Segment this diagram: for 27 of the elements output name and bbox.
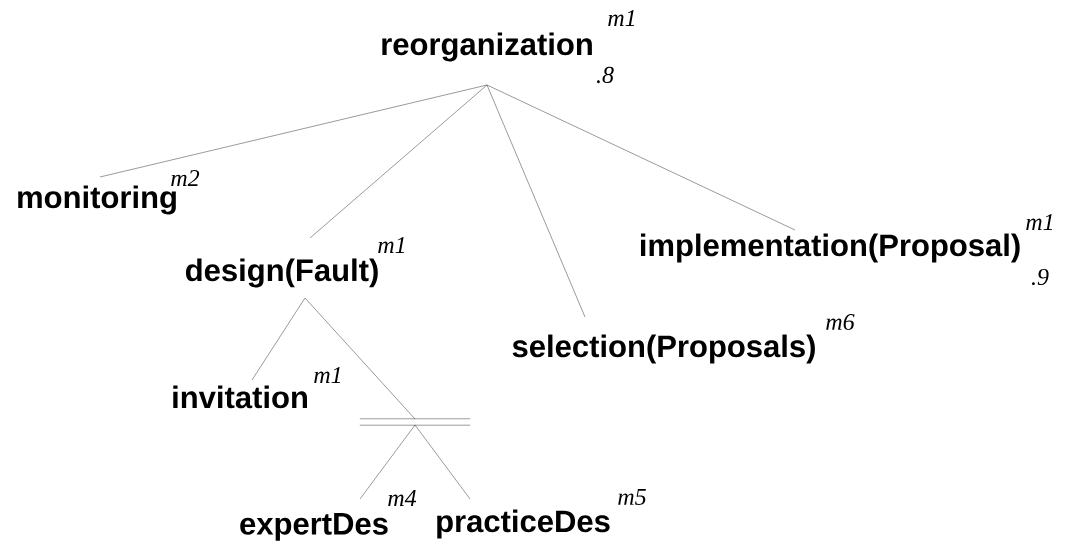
- tree-label: implementation(Proposal): [641, 233, 1020, 263]
- tree-line: [359, 424, 416, 500]
- tree-label: selection(Proposals): [512, 334, 815, 364]
- annotation: m1: [608, 10, 635, 26]
- tree-label: invitation: [173, 385, 307, 409]
- tree-line: [414, 424, 471, 500]
- annotation: m4: [388, 490, 417, 506]
- tree-label: expertDes: [240, 513, 388, 541]
- annotation: m1: [1026, 214, 1053, 230]
- tree-label: reorganization: [382, 32, 592, 62]
- tree-line: [251, 297, 306, 381]
- annotation: m1: [378, 237, 405, 253]
- annotation: m2: [171, 170, 200, 186]
- annotation: .9: [1032, 268, 1049, 286]
- tree-line: [304, 297, 416, 420]
- double-bar: [359, 418, 471, 426]
- tree-label: design(Fault): [186, 258, 378, 288]
- tree-line: [99, 84, 488, 178]
- annotation: m6: [826, 313, 855, 331]
- tree-line: [309, 84, 488, 239]
- tree-line: [486, 84, 586, 318]
- tree-label: practiceDes: [437, 509, 610, 539]
- annotation: m5: [618, 489, 646, 505]
- annotation: m1: [314, 367, 341, 383]
- tree-line: [486, 84, 796, 231]
- annotation: .8: [597, 66, 614, 84]
- tree-label: monitoring: [18, 185, 176, 215]
